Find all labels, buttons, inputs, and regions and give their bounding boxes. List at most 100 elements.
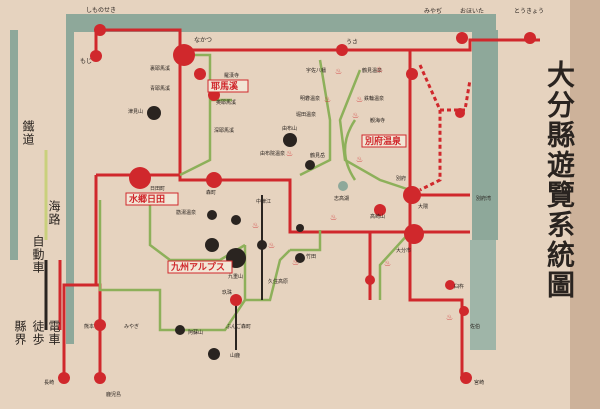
label-hotta: 観海寺 bbox=[370, 117, 385, 124]
station-shida bbox=[374, 204, 386, 216]
label-nakatsu: なかつ bbox=[194, 37, 212, 44]
label-yamaga: 山鹿 bbox=[230, 352, 240, 359]
label-kuju-onsen: 筋湯温泉 bbox=[176, 209, 196, 216]
legend-walking: 徒歩 bbox=[31, 320, 45, 346]
legend-border: 縣界 bbox=[13, 320, 27, 346]
onsen-icon: ♨ bbox=[352, 111, 359, 120]
region-beppu-onsen-label: 別府温泉 bbox=[364, 135, 402, 147]
onsen-icon: ♨ bbox=[252, 221, 259, 230]
onsen-icon: ♨ bbox=[324, 95, 331, 104]
station-kannawa bbox=[455, 108, 465, 118]
label-usuki: 臼杵 bbox=[454, 283, 464, 290]
label-oitake: おほいた bbox=[460, 8, 484, 15]
label-myoban: 堀田温泉 bbox=[296, 111, 316, 118]
mountain-kuju-4 bbox=[231, 215, 241, 225]
label-shida: 志高湖 bbox=[334, 195, 349, 202]
label-takasaki: 高崎山 bbox=[370, 213, 385, 220]
label-miyaji: みやぢ bbox=[424, 7, 442, 15]
label-beppu-bay: 別府湾 bbox=[476, 195, 491, 202]
label-shin-kumamoto: ぶんご森町 bbox=[226, 323, 251, 330]
map-title: 大分縣遊覽系統圖 bbox=[543, 60, 576, 300]
label-kuju: 九重山 bbox=[228, 273, 243, 280]
label-tokyo: とうきょう bbox=[514, 8, 544, 15]
label-kagoshima: 鹿児島 bbox=[106, 391, 121, 398]
legend-sea-route: 海路 bbox=[47, 200, 61, 226]
mountain-nakatsue bbox=[296, 224, 304, 232]
mountain-yufu bbox=[283, 133, 297, 147]
mountain-tsurumi bbox=[147, 106, 161, 120]
mountain-sobo bbox=[208, 348, 220, 360]
label-usa-hachiman: 宇佐八幡 bbox=[306, 67, 326, 74]
legend-railway: 鐵道 bbox=[21, 120, 35, 146]
label-nagasaki: 長崎 bbox=[44, 379, 54, 386]
onsen-icon: ♨ bbox=[335, 67, 342, 76]
mountain-markers bbox=[147, 106, 315, 360]
station-saiki bbox=[459, 306, 469, 316]
label-ura-yabakei: 裏耶馬溪 bbox=[150, 65, 170, 72]
label-kyushu-zaka: 鶴見温泉 bbox=[362, 67, 382, 74]
label-kusu: 玖珠 bbox=[222, 289, 232, 296]
place-labels: 津見山 羅漢寺 青耶馬溪 裏耶馬溪 奥耶馬溪 深耶馬溪 宇佐八幡 鶴見温泉 鉄輪… bbox=[44, 65, 491, 398]
onsen-icon: ♨ bbox=[356, 155, 363, 164]
legend-tram: 電車 bbox=[47, 320, 61, 346]
mountain-kuju-6 bbox=[295, 253, 305, 263]
page-edge bbox=[570, 0, 600, 409]
station-shimonoseki bbox=[94, 24, 106, 36]
region-labels: 耶馬溪 水郷日田 別府温泉 九州アルプス bbox=[125, 79, 407, 274]
hot-spring-icons: ♨ ♨ ♨ ♨ ♨ ♨ ♨ ♨ ♨ ♨ ♨ ♨ ♨ bbox=[252, 65, 453, 322]
station-kumamoto bbox=[94, 319, 106, 331]
mountain-aso bbox=[175, 325, 185, 335]
station-nakatsu bbox=[173, 44, 195, 66]
label-ao-yabakei: 青耶馬溪 bbox=[150, 85, 170, 92]
label-kumamoto: 熊本 bbox=[84, 323, 94, 330]
region-yabakei-label: 耶馬溪 bbox=[211, 80, 239, 92]
label-aso: 阿蘇山 bbox=[188, 329, 203, 336]
station-kagoshima bbox=[94, 372, 106, 384]
mountain-kuju-3 bbox=[207, 210, 217, 220]
lake-shida bbox=[338, 181, 348, 191]
label-hita-town: 日田町 bbox=[150, 186, 165, 192]
label-yufuin: 由布院温泉 bbox=[260, 150, 285, 157]
station-moji bbox=[90, 50, 102, 62]
mountain-kuju-2 bbox=[205, 238, 219, 252]
station-usa bbox=[336, 44, 348, 56]
station-miyaji bbox=[406, 68, 418, 80]
label-moji: もじ bbox=[80, 58, 92, 65]
label-miyazaki: 宮崎 bbox=[474, 379, 484, 386]
region-mizugo-hita-label: 水郷日田 bbox=[129, 193, 165, 205]
station-beppu bbox=[403, 186, 421, 204]
label-tsurumi: 津見山 bbox=[128, 108, 143, 115]
station-tokyo bbox=[524, 32, 536, 44]
label-beppu: 別府 bbox=[396, 175, 406, 182]
label-taketa: 竹田 bbox=[306, 253, 316, 260]
station-hita bbox=[129, 167, 151, 189]
station-yabakei bbox=[194, 68, 206, 80]
label-oita: 大分市 bbox=[396, 247, 411, 254]
label-tsurumi-dake: 鶴見岳 bbox=[310, 152, 325, 159]
sea-route bbox=[418, 64, 472, 192]
sea-area-right bbox=[472, 30, 498, 240]
station-oita-south bbox=[365, 275, 375, 285]
station-usuki bbox=[445, 280, 455, 290]
label-yufu-yama: 由布山 bbox=[282, 125, 297, 132]
station-nagasaki bbox=[58, 372, 70, 384]
region-kyushu-alps-label: 九州アルプス bbox=[170, 261, 225, 273]
onsen-icon: ♨ bbox=[292, 258, 299, 267]
label-nakatsue: 中津江 bbox=[256, 198, 271, 205]
label-usa: うさ bbox=[346, 39, 358, 46]
label-kannawa: 鉄輪温泉 bbox=[364, 95, 384, 102]
label-oku-yabakei: 奥耶馬溪 bbox=[216, 99, 236, 106]
onsen-icon: ♨ bbox=[446, 313, 453, 322]
label-kusumoto: 大隈 bbox=[418, 203, 428, 210]
station-oita bbox=[404, 224, 424, 244]
label-saiki: 佐伯 bbox=[470, 323, 480, 330]
onsen-icon: ♨ bbox=[268, 241, 275, 250]
sea-area-top bbox=[66, 14, 496, 32]
onsen-icon: ♨ bbox=[376, 65, 383, 74]
station-kusu bbox=[230, 294, 242, 306]
onsen-icon: ♨ bbox=[330, 213, 337, 222]
label-tsukahara: 明礬温泉 bbox=[300, 95, 320, 102]
label-mori: 森町 bbox=[206, 189, 216, 196]
